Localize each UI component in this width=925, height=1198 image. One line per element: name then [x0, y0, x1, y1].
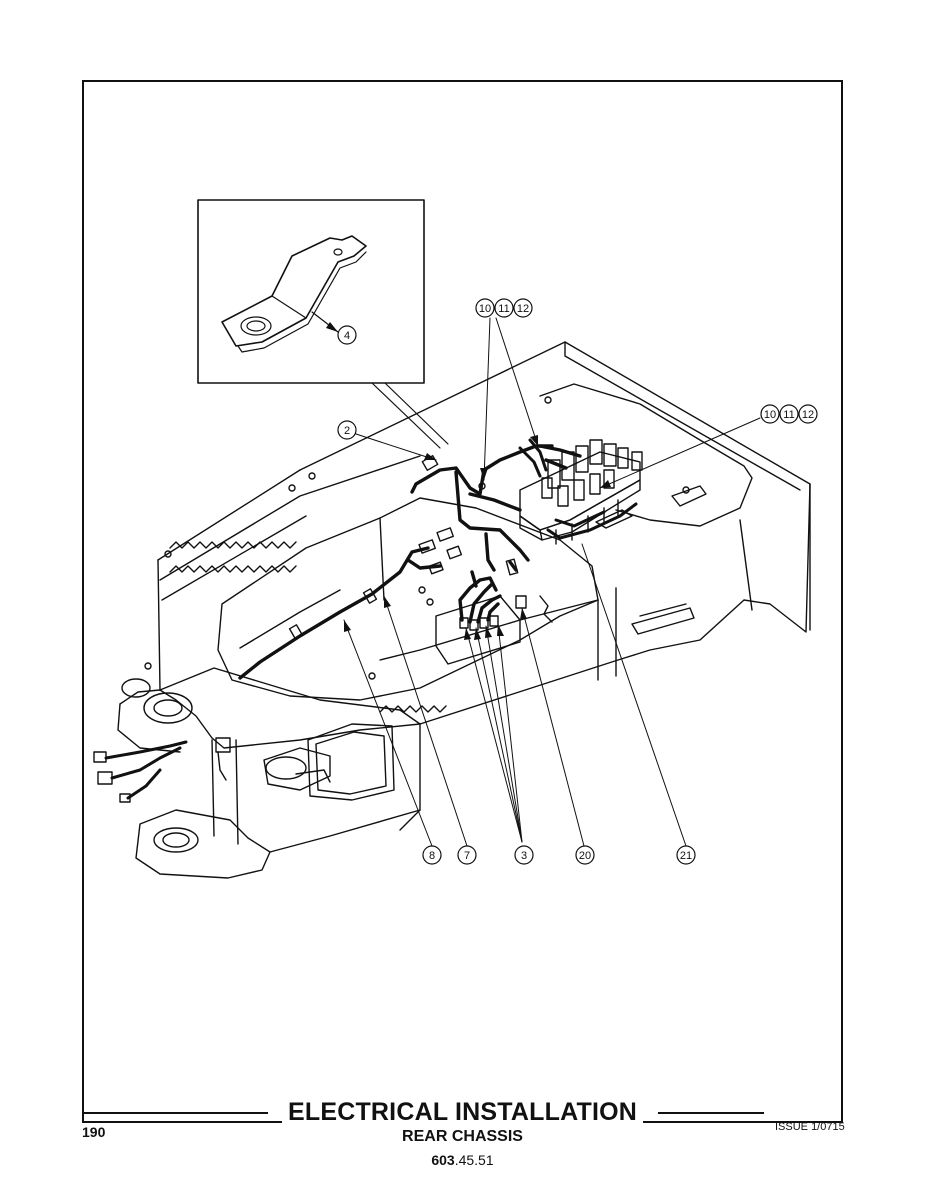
callout-8: 8	[422, 845, 442, 865]
page-title-container: ELECTRICAL INSTALLATION	[0, 1098, 925, 1127]
part-number: 603.45.51	[0, 1152, 925, 1168]
callout-2: 2	[337, 420, 357, 440]
callout-4-label: 4	[344, 330, 350, 342]
valve-harness	[518, 438, 638, 540]
callout-3: 3	[514, 845, 534, 865]
callout-8-label: 8	[429, 850, 435, 862]
front-harness	[93, 737, 331, 803]
drawing-frame	[82, 80, 843, 1123]
callout-top-12-label: 12	[517, 303, 529, 315]
callout-right-10-label: 10	[764, 409, 776, 421]
title-rule-right	[658, 1112, 764, 1114]
page-title: ELECTRICAL INSTALLATION	[281, 1098, 644, 1126]
callout-group-right: 10 11 12	[760, 404, 818, 424]
rear-chassis-outline	[117, 341, 811, 879]
detail-inset	[197, 199, 449, 449]
callout-3-label: 3	[521, 850, 527, 862]
valve-block	[519, 439, 643, 545]
callout-20-label: 20	[579, 850, 591, 862]
part-number-suffix: .45.51	[454, 1152, 494, 1168]
title-block: ELECTRICAL INSTALLATION 190 REAR CHASSIS…	[0, 1096, 925, 1198]
wiring-harness	[238, 444, 582, 680]
callout-21: 21	[676, 845, 696, 865]
callout-2-label: 2	[344, 425, 350, 437]
callout-top-10-label: 10	[479, 303, 491, 315]
leader-arrowheads	[326, 322, 611, 640]
callout-7: 7	[457, 845, 477, 865]
callout-group-top: 10 11 12	[475, 298, 533, 318]
page-subtitle: REAR CHASSIS	[402, 1128, 523, 1145]
part-number-prefix: 603	[431, 1152, 455, 1168]
issue-label: ISSUE 1/0715	[775, 1121, 845, 1133]
callout-right-12-label: 12	[802, 409, 814, 421]
bracket-detail-icon	[221, 235, 367, 353]
callout-21-label: 21	[680, 850, 692, 862]
page-number: 190	[82, 1124, 106, 1140]
callout-top-11-label: 11	[498, 303, 509, 315]
title-rule-left	[82, 1112, 268, 1114]
callout-right-11-label: 11	[783, 409, 794, 421]
leader-lines	[343, 317, 761, 847]
callout-4: 4	[337, 325, 357, 345]
callout-20: 20	[575, 845, 595, 865]
callout-7-label: 7	[464, 850, 470, 862]
